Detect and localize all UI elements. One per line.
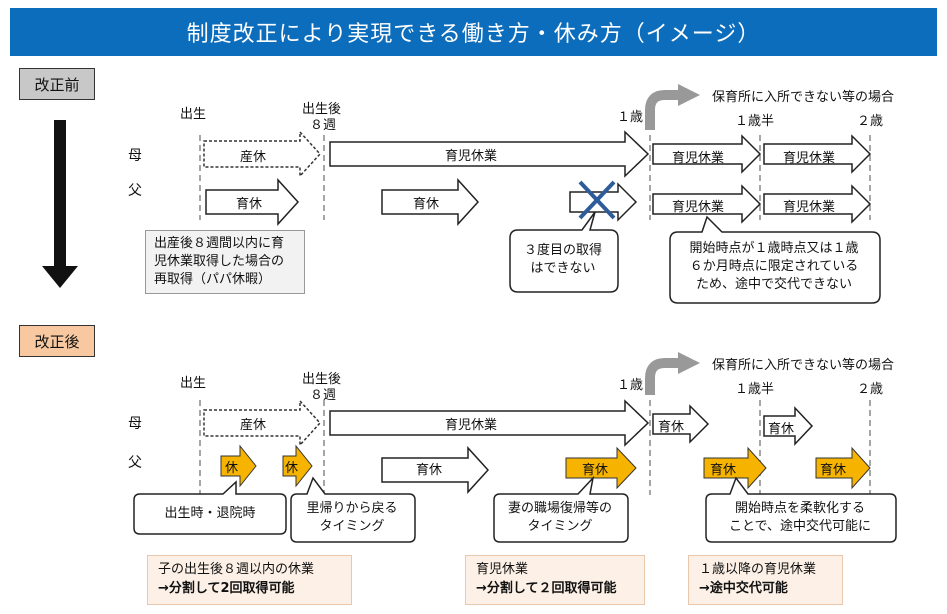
note-childcare-line1: 育児休業 bbox=[476, 562, 529, 577]
start-callout-line3: ため、途中で交代できない bbox=[695, 277, 852, 292]
start-callout-shape bbox=[669, 215, 881, 304]
note-8weeks: 子の出生後８週以内の休業 →分割して2回取得可能 bbox=[147, 555, 352, 605]
flexible-callout-line2: ことで、途中交代可能に bbox=[728, 519, 872, 534]
before-father-childcare-2-label: 育児休業 bbox=[783, 200, 836, 215]
note-childcare-line2: →分割して２回取得可能 bbox=[476, 581, 617, 596]
after-childcare-label: 育児休業 bbox=[445, 418, 498, 433]
before-birth-label: 出生 bbox=[180, 107, 207, 122]
after-yellow-5-label: 育休 bbox=[820, 463, 847, 478]
after-yellow-2-label: 休 bbox=[285, 461, 299, 476]
after-yellow-3-label: 育休 bbox=[582, 463, 609, 478]
before-father-label: 父 bbox=[128, 183, 142, 199]
after-8w-label-2: ８週 bbox=[310, 388, 337, 403]
third-callout-line1: ３度目の取得 bbox=[523, 243, 602, 258]
note-8weeks-line1: 子の出生後８週以内の休業 bbox=[158, 562, 315, 577]
start-callout-line2: ６か月時点に限定されている bbox=[689, 259, 859, 274]
wife-callout: 妻の職場復帰等の タイミング bbox=[496, 496, 624, 540]
after-diagram bbox=[199, 352, 871, 495]
down-arrow-icon bbox=[42, 120, 78, 288]
after-birth-label: 出生 bbox=[180, 376, 207, 391]
before-father-leave2-label: 育休 bbox=[413, 197, 440, 212]
after-nursery-note: 保育所に入所できない等の場合 bbox=[712, 358, 895, 373]
before-father-childcare-1-label: 育児休業 bbox=[672, 200, 725, 215]
before-father-leave1-label: 育休 bbox=[236, 197, 263, 212]
third-callout-shape bbox=[509, 211, 619, 293]
before-mother-label: 母 bbox=[128, 148, 142, 164]
page-title: 制度改正により実現できる働き方・休み方（イメージ） bbox=[10, 8, 937, 56]
before-8w-label-1: 出生後 bbox=[302, 102, 342, 117]
note-childcare: 育児休業 →分割して２回取得可能 bbox=[465, 555, 645, 605]
after-mother-leave1-label: 育休 bbox=[658, 420, 685, 435]
after-mother-leave2-label: 育休 bbox=[768, 422, 795, 437]
before-childcare-1-label: 育児休業 bbox=[672, 151, 725, 166]
before-8w-label-2: ８週 bbox=[310, 118, 337, 133]
after-label: 改正後 bbox=[19, 325, 95, 357]
after-1-5y-label: １歳半 bbox=[735, 382, 775, 397]
birth-callout: 出生時・退院時 bbox=[164, 506, 256, 521]
birth-callout-shape bbox=[133, 480, 287, 535]
before-1-5y-label: １歳半 bbox=[735, 114, 775, 129]
after-yellow-4-label: 育休 bbox=[710, 463, 737, 478]
after-1y-label: １歳 bbox=[617, 378, 644, 393]
after-father-leave-label: 育休 bbox=[416, 463, 443, 478]
return-callout-shape bbox=[290, 476, 416, 543]
after-2y-label: ２歳 bbox=[857, 382, 884, 397]
note-after-1y-line2: →途中交代可能 bbox=[699, 581, 788, 596]
start-callout: 開始時点が１歳時点又は１歳 ６か月時点に限定されている ため、途中で交代できない bbox=[672, 236, 876, 298]
papa-leave-note-line1: 出産後８週間以内に育 bbox=[154, 236, 285, 251]
after-8w-label-1: 出生後 bbox=[302, 372, 342, 387]
before-childcare-2-label: 育児休業 bbox=[783, 151, 836, 166]
after-maternity-label: 産休 bbox=[240, 418, 267, 433]
note-after-1y-line1: １歳以降の育児休業 bbox=[699, 562, 817, 577]
before-nursery-note: 保育所に入所できない等の場合 bbox=[712, 90, 895, 105]
flexible-callout-shape bbox=[705, 476, 897, 543]
return-callout-line1: 里帰りから戻る bbox=[306, 501, 398, 516]
papa-leave-note-line2: 児休業取得した場合の bbox=[154, 254, 285, 269]
third-callout: ３度目の取得 はできない bbox=[512, 234, 614, 286]
return-callout: 里帰りから戻る タイミング bbox=[293, 496, 411, 540]
note-after-1y: １歳以降の育児休業 →途中交代可能 bbox=[688, 555, 843, 605]
flexible-callout-line1: 開始時点を柔軟化する bbox=[734, 501, 865, 516]
wife-callout-line1: 妻の職場復帰等の bbox=[507, 501, 612, 516]
after-father-label: 父 bbox=[128, 455, 142, 471]
after-yellow-1-label: 休 bbox=[225, 461, 239, 476]
papa-leave-note: 出産後８週間以内に育 児休業取得した場合の 再取得（パパ休暇） bbox=[145, 230, 305, 294]
start-callout-line1: 開始時点が１歳時点又は１歳 bbox=[689, 241, 859, 256]
wife-callout-shape bbox=[493, 476, 629, 543]
flexible-callout: 開始時点を柔軟化する ことで、途中交代可能に bbox=[708, 496, 892, 540]
note-8weeks-line2: →分割して2回取得可能 bbox=[158, 581, 295, 596]
return-callout-line2: タイミング bbox=[319, 519, 385, 534]
before-1y-label: １歳 bbox=[617, 110, 644, 125]
before-childcare-label: 育児休業 bbox=[445, 149, 498, 164]
after-mother-label: 母 bbox=[128, 416, 142, 432]
third-callout-line2: はできない bbox=[530, 261, 596, 276]
papa-leave-note-line3: 再取得（パパ休暇） bbox=[154, 272, 272, 287]
before-label: 改正前 bbox=[19, 68, 95, 100]
before-2y-label: ２歳 bbox=[857, 114, 884, 129]
before-diagram bbox=[199, 84, 872, 226]
wife-callout-line2: タイミング bbox=[527, 519, 593, 534]
before-maternity-label: 産休 bbox=[240, 150, 267, 165]
